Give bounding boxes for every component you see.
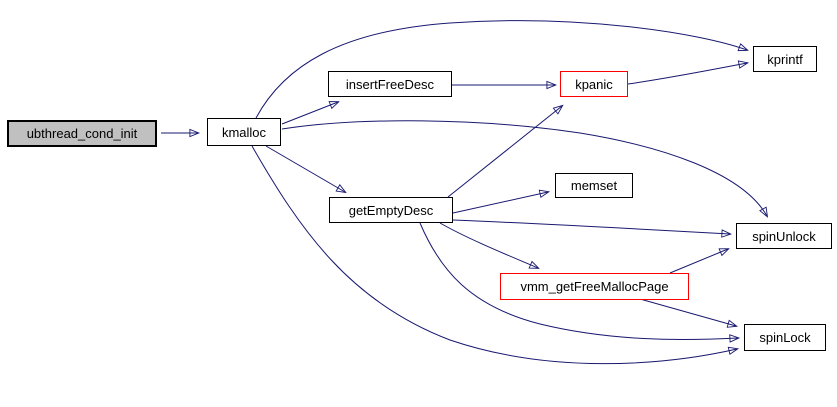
node-label: kpanic [575, 76, 613, 92]
edge-kmalloc-to-kprintf [255, 20, 747, 119]
node-label: insertFreeDesc [345, 76, 435, 92]
node-label: kmalloc [221, 124, 267, 140]
edge-kmalloc-to-getEmptyDesc [265, 145, 345, 192]
node-insertFreeDesc[interactable]: insertFreeDesc [328, 71, 452, 97]
node-memset[interactable]: memset [555, 173, 633, 198]
node-label: ubthread_cond_init [26, 126, 138, 141]
node-spinLock[interactable]: spinLock [744, 324, 826, 351]
node-kprintf[interactable]: kprintf [753, 46, 817, 72]
edge-getEmptyDesc-to-kpanic [447, 106, 562, 198]
edge-vmm_getFreeMallocPage-to-spinUnlock [669, 249, 728, 274]
node-kmalloc[interactable]: kmalloc [207, 118, 281, 146]
node-vmm_getFreeMallocPage[interactable]: vmm_getFreeMallocPage [500, 273, 689, 300]
node-label: vmm_getFreeMallocPage [520, 279, 669, 294]
edge-getEmptyDesc-to-spinLock [419, 222, 738, 340]
node-ubthread_cond_init[interactable]: ubthread_cond_init [7, 120, 157, 147]
edge-kpanic-to-kprintf [627, 63, 747, 85]
node-label: getEmptyDesc [348, 202, 434, 218]
node-label: spinLock [759, 330, 811, 345]
edge-vmm_getFreeMallocPage-to-spinLock [639, 298, 736, 326]
node-label: memset [570, 178, 618, 193]
edge-kmalloc-to-insertFreeDesc [281, 102, 338, 125]
edge-getEmptyDesc-to-spinUnlock [452, 219, 730, 234]
node-label: kprintf [767, 51, 803, 67]
node-getEmptyDesc[interactable]: getEmptyDesc [329, 197, 453, 223]
node-label: spinUnlock [752, 228, 816, 244]
edge-getEmptyDesc-to-memset [452, 192, 548, 214]
edge-kmalloc-to-spinLock [251, 145, 737, 365]
edge-kmalloc-to-spinUnlock [281, 120, 767, 216]
node-kpanic[interactable]: kpanic [560, 71, 628, 97]
edge-getEmptyDesc-to-vmm_getFreeMallocPage [439, 222, 538, 268]
node-spinUnlock[interactable]: spinUnlock [736, 223, 832, 249]
